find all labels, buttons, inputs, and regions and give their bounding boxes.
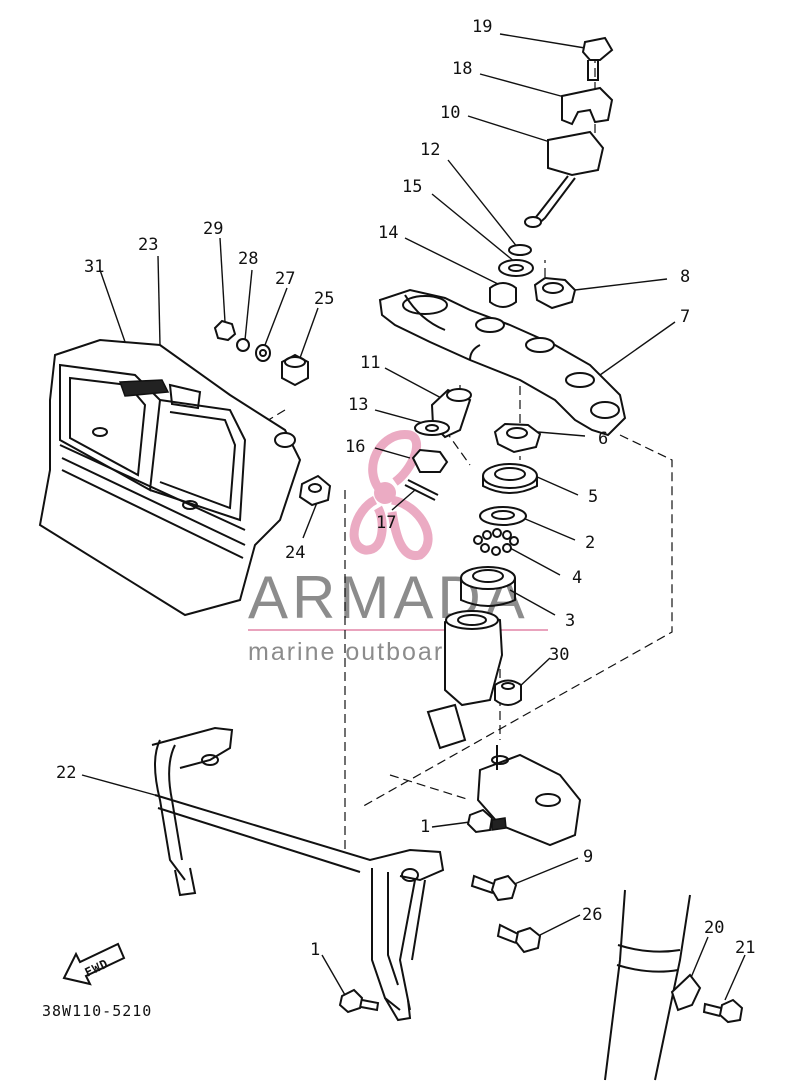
callout-22: 22 — [56, 763, 76, 783]
screw-21 — [718, 998, 744, 1024]
callout-30: 30 — [549, 645, 569, 665]
bolt-9 — [490, 874, 518, 902]
part-code: 38W110-5210 — [42, 1002, 152, 1020]
bearing-stack — [460, 463, 538, 607]
callout-9: 9 — [583, 847, 593, 867]
washer-13 — [414, 420, 450, 436]
callout-3: 3 — [565, 611, 575, 631]
cap-18 — [561, 86, 614, 126]
nut-29 — [213, 319, 237, 342]
cover-23 — [38, 319, 332, 617]
callout-28: 28 — [238, 249, 258, 269]
callout-1b: 1 — [310, 940, 320, 960]
balls-4 — [473, 528, 519, 556]
pin-17 — [404, 479, 439, 501]
swivel-bracket — [476, 753, 582, 847]
steering-column-assembly — [489, 36, 614, 308]
callout-12: 12 — [420, 140, 440, 160]
steering-column-10 — [547, 130, 605, 177]
watermark-propeller-logo — [349, 430, 433, 560]
washer-28 — [236, 338, 250, 352]
bolt-1b — [338, 988, 364, 1014]
watermark-tagline: marine outboards — [248, 638, 475, 666]
callout-10: 10 — [440, 103, 460, 123]
callout-29: 29 — [203, 219, 223, 239]
washer-15 — [498, 259, 534, 277]
callout-7: 7 — [680, 307, 690, 327]
callout-1a: 1 — [420, 817, 430, 837]
callout-20: 20 — [704, 918, 724, 938]
callout-15: 15 — [402, 177, 422, 197]
callout-16: 16 — [345, 437, 365, 457]
fwd-arrow-icon: FWD — [62, 942, 126, 986]
callout-24: 24 — [285, 543, 305, 563]
bushing-14 — [489, 282, 517, 308]
callout-23: 23 — [138, 235, 158, 255]
lower-housing — [426, 610, 582, 954]
nut-16 — [411, 448, 449, 473]
callout-13: 13 — [348, 395, 368, 415]
callout-19: 19 — [472, 17, 492, 37]
callout-21: 21 — [735, 938, 755, 958]
bolt-26 — [514, 926, 542, 954]
small-parts — [404, 388, 472, 501]
bushing-30 — [494, 679, 522, 706]
grommet-24 — [298, 474, 332, 507]
clip-20 — [670, 973, 702, 1012]
washer-12 — [508, 244, 532, 256]
callout-8: 8 — [680, 267, 690, 287]
callout-5: 5 — [588, 487, 598, 507]
bracket-7 — [378, 276, 627, 454]
callout-18: 18 — [452, 59, 472, 79]
leader-lines — [81, 33, 746, 1001]
watermark: ARMADA marine outboards — [248, 430, 548, 666]
callout-27: 27 — [275, 269, 295, 289]
washer-27 — [255, 344, 271, 362]
callout-11: 11 — [360, 353, 380, 373]
washer-2 — [479, 506, 527, 526]
callout-31: 31 — [84, 257, 104, 277]
collar-25 — [281, 353, 309, 387]
callout-25: 25 — [314, 289, 334, 309]
callout-14: 14 — [378, 223, 398, 243]
callout-2: 2 — [585, 533, 595, 553]
label-31 — [118, 379, 170, 397]
callout-26: 26 — [582, 905, 602, 925]
handle-bar-22 — [151, 726, 445, 1022]
lower-leg — [604, 889, 744, 1081]
callout-17: 17 — [376, 513, 396, 533]
callout-4: 4 — [572, 568, 582, 588]
callouts: 19 18 10 12 15 14 8 7 29 28 27 25 23 31 … — [56, 17, 755, 960]
callout-6: 6 — [598, 429, 608, 449]
bolt-19 — [581, 36, 614, 61]
bolt-1a — [466, 808, 494, 834]
